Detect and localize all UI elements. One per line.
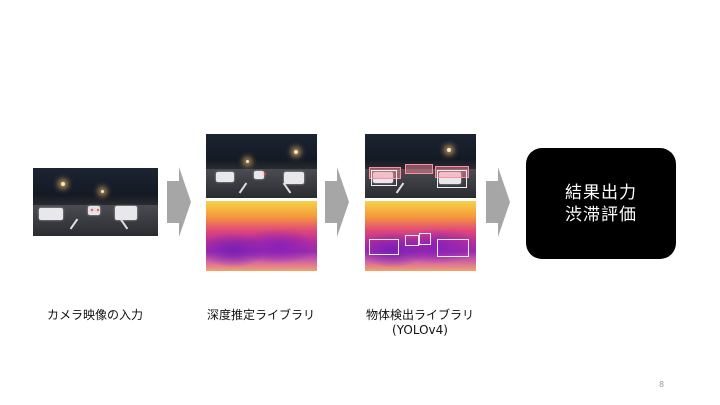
detection-depth-map-image: [365, 201, 476, 271]
depth-source-image: [206, 134, 317, 198]
arrow-right-icon: [167, 167, 191, 237]
depth-map-image: [206, 201, 317, 271]
arrow-right-icon: [325, 167, 349, 237]
result-line-1: 結果出力: [565, 182, 637, 203]
caption-camera-input: カメラ映像の入力: [30, 308, 160, 323]
camera-input-image: [33, 168, 158, 236]
arrow-right-icon: [486, 167, 510, 237]
caption-depth-estimation: 深度推定ライブラリ: [196, 308, 326, 323]
detection-result-image: [365, 134, 476, 198]
caption-depth-estimation-text: 深度推定ライブラリ: [206, 308, 315, 322]
page-number: 8: [659, 380, 665, 389]
caption-object-detection-line1: 物体検出ライブラリ: [365, 308, 474, 322]
result-line-2: 渋滞評価: [565, 204, 637, 225]
caption-object-detection-line2: (YOLOv4): [392, 323, 448, 337]
result-box: 結果出力 渋滞評価: [526, 148, 676, 259]
caption-camera-input-text: カメラ映像の入力: [46, 308, 143, 322]
caption-object-detection: 物体検出ライブラリ (YOLOv4): [355, 308, 485, 338]
